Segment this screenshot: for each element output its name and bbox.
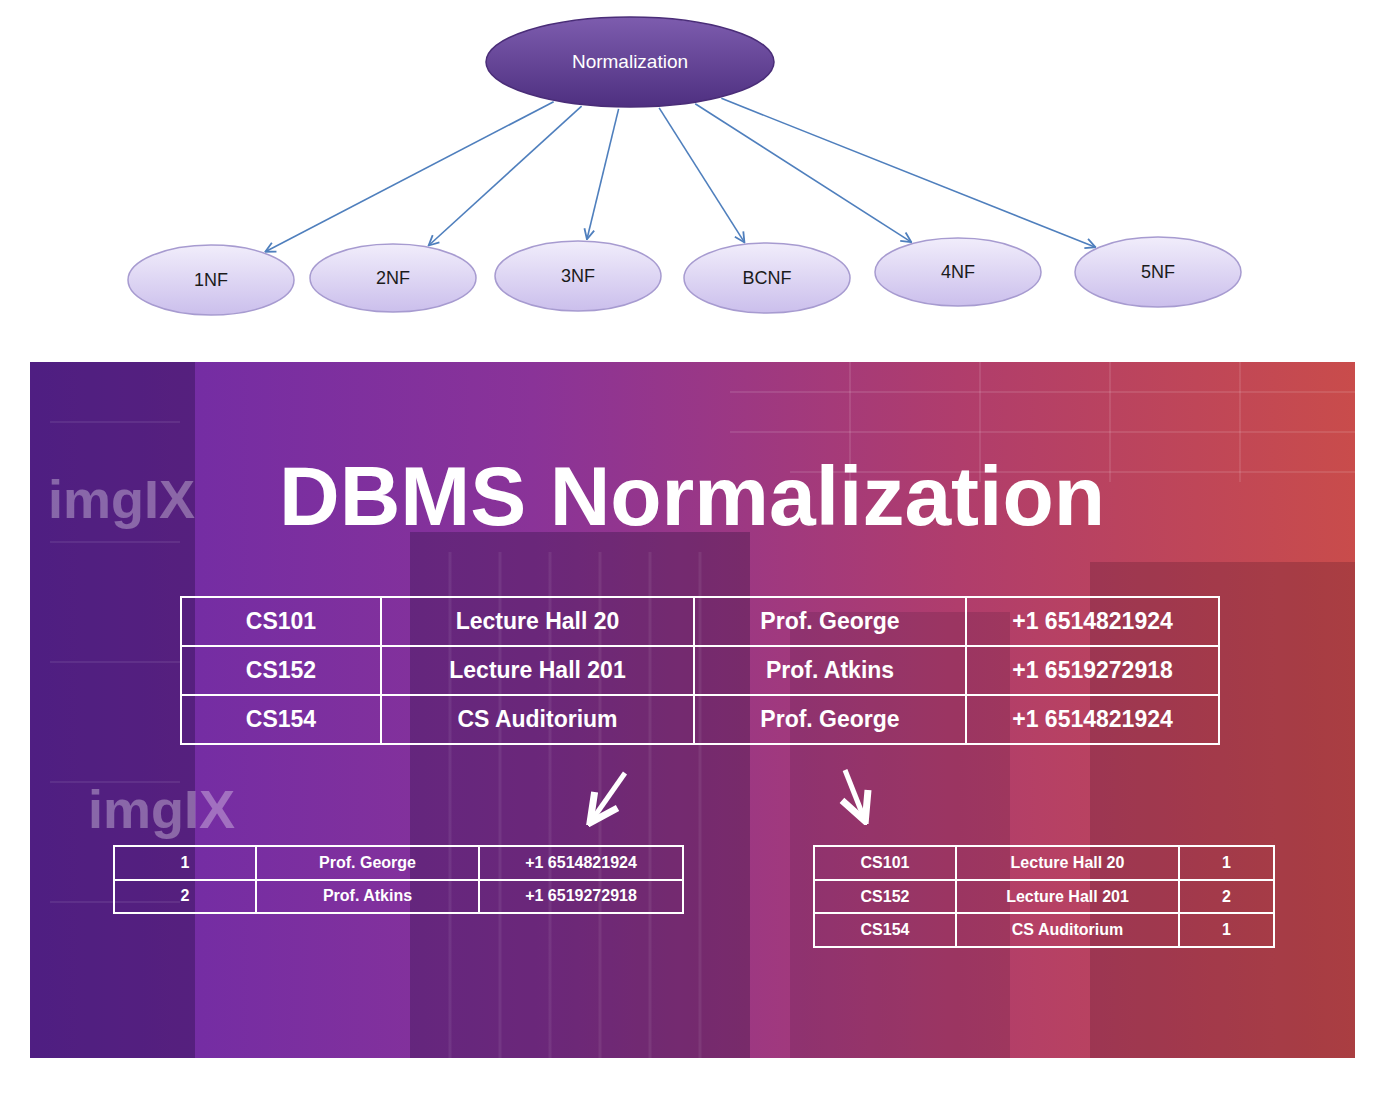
form-ellipse: 1NF	[127, 244, 295, 316]
arrow-connector	[429, 106, 582, 245]
form-ellipse: 2NF	[309, 243, 477, 313]
form-ellipse: 4NF	[874, 237, 1042, 307]
cell-text: +1 6514821924	[525, 854, 637, 872]
arrow-connector	[659, 108, 744, 242]
root-ellipse: Normalization	[485, 16, 775, 108]
watermark: imgIX	[48, 468, 195, 530]
cell-text: 1	[1222, 921, 1231, 939]
cell-text: +1 6514821924	[1012, 608, 1173, 635]
table-cell: Prof. Atkins	[255, 879, 480, 915]
table-cell: +1 6514821924	[965, 694, 1220, 745]
ellipse-shape	[684, 243, 850, 313]
table-cell: Prof. Atkins	[693, 645, 967, 696]
table-cell: 1	[1178, 845, 1275, 881]
cell-text: CS154	[246, 706, 316, 733]
cell-text: CS Auditorium	[457, 706, 617, 733]
table-cell: Lecture Hall 20	[380, 596, 695, 647]
cell-text: 1	[181, 854, 190, 872]
cell-text: CS101	[861, 854, 910, 872]
ellipse-shape	[310, 244, 476, 312]
arrow-connector	[695, 104, 911, 242]
cell-text: Lecture Hall 20	[1011, 854, 1125, 872]
table-cell: Prof. George	[255, 845, 480, 881]
split-arrow	[845, 770, 864, 818]
table-cell: CS Auditorium	[955, 912, 1180, 948]
table-cell: Lecture Hall 20	[955, 845, 1180, 881]
cell-text: Prof. George	[760, 706, 899, 733]
table-cell: 2	[1178, 879, 1275, 915]
node-label: 2NF	[376, 268, 410, 289]
form-ellipse: BCNF	[683, 242, 851, 314]
ellipse-shape	[875, 238, 1041, 306]
table-cell: 2	[113, 879, 257, 915]
cell-text: Lecture Hall 20	[456, 608, 620, 635]
table-cell: +1 6514821924	[965, 596, 1220, 647]
cell-text: CS152	[246, 657, 316, 684]
cell-text: Prof. George	[319, 854, 416, 872]
table-cell: 1	[113, 845, 257, 881]
cell-text: +1 6519272918	[1012, 657, 1173, 684]
node-label: 5NF	[1141, 262, 1175, 283]
split-arrow	[592, 773, 625, 820]
table-cell: +1 6514821924	[478, 845, 684, 881]
table-cell: +1 6519272918	[965, 645, 1220, 696]
table-cell: CS152	[813, 879, 957, 915]
cell-text: 2	[1222, 888, 1231, 906]
node-label: 4NF	[941, 262, 975, 283]
ellipse-shape	[1075, 237, 1241, 307]
table-cell: CS101	[813, 845, 957, 881]
arrow-connector	[265, 102, 553, 252]
table-cell: CS154	[813, 912, 957, 948]
node-label: 1NF	[194, 270, 228, 291]
table-cell: Prof. George	[693, 694, 967, 745]
table-cell: CS154	[180, 694, 382, 745]
table-cell: +1 6519272918	[478, 879, 684, 915]
table-cell: CS Auditorium	[380, 694, 695, 745]
cell-text: 1	[1222, 854, 1231, 872]
node-label: BCNF	[743, 268, 792, 289]
cell-text: +1 6519272918	[525, 887, 637, 905]
cell-text: CS154	[861, 921, 910, 939]
table-cell: CS101	[180, 596, 382, 647]
node-label: Normalization	[572, 51, 688, 73]
table-cell: Prof. George	[693, 596, 967, 647]
watermark: imgIX	[88, 778, 235, 840]
cell-text: Lecture Hall 201	[449, 657, 625, 684]
table-cell: Lecture Hall 201	[955, 879, 1180, 915]
cell-text: CS Auditorium	[1012, 921, 1123, 939]
cell-text: CS152	[861, 888, 910, 906]
ellipse-shape	[128, 245, 294, 315]
table-cell: Lecture Hall 201	[380, 645, 695, 696]
form-ellipse: 5NF	[1074, 236, 1242, 308]
ellipse-shape	[486, 17, 774, 107]
table-cell: 1	[1178, 912, 1275, 948]
node-label: 3NF	[561, 266, 595, 287]
cell-text: Prof. Atkins	[323, 887, 412, 905]
arrow-connector	[721, 98, 1095, 247]
arrow-connector	[587, 109, 619, 239]
ellipse-shape	[495, 241, 661, 311]
cell-text: 2	[181, 887, 190, 905]
cell-text: Prof. George	[760, 608, 899, 635]
cell-text: Lecture Hall 201	[1006, 888, 1129, 906]
cell-text: Prof. Atkins	[766, 657, 894, 684]
cell-text: +1 6514821924	[1012, 706, 1173, 733]
table-cell: CS152	[180, 645, 382, 696]
form-ellipse: 3NF	[494, 240, 662, 312]
banner-title: DBMS Normalization	[279, 454, 1105, 538]
cell-text: CS101	[246, 608, 316, 635]
